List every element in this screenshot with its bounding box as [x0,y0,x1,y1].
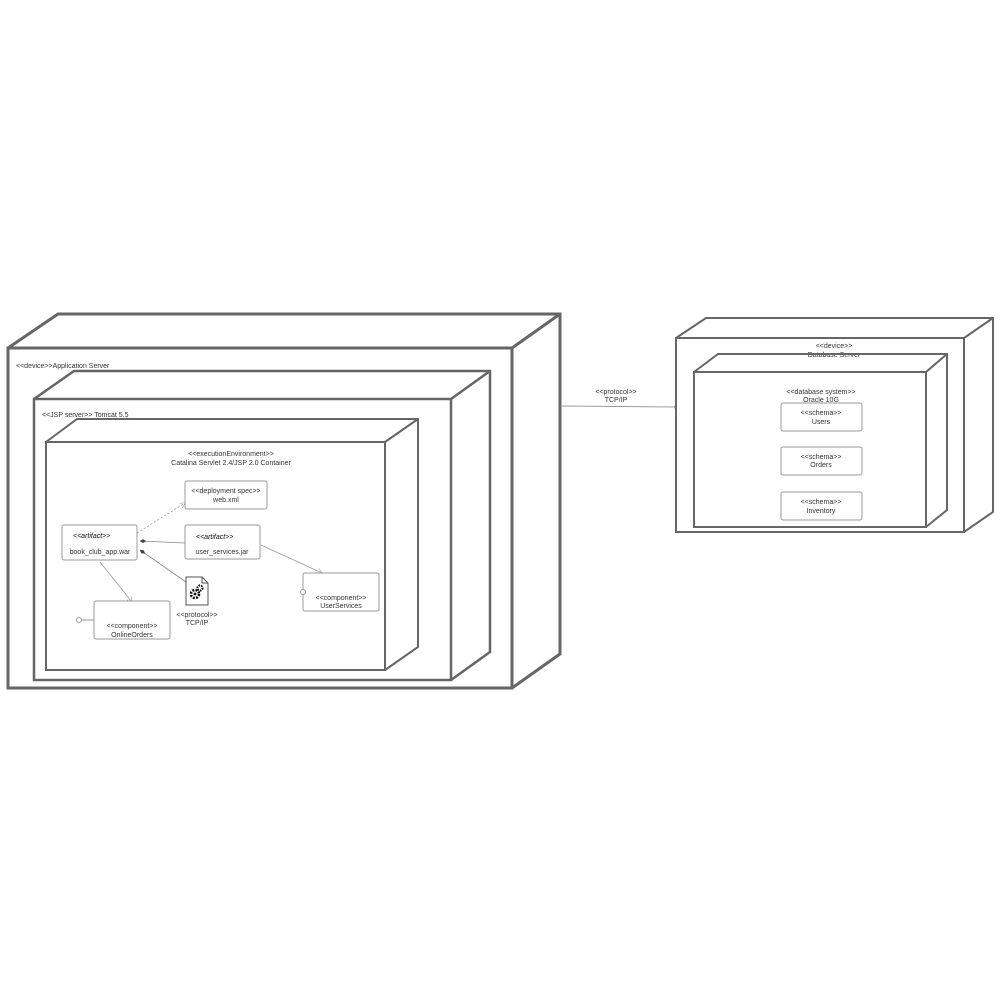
online-orders-stereotype: <<component>> [107,623,158,630]
database-system-stereotype: <<database system>> [786,389,855,396]
arrow-jar-userservices [260,544,322,573]
database-server-name: Database Server [808,352,861,359]
schema-orders-stereotype: <<schema>> [801,454,842,461]
user-services-name: UserServices [320,603,362,610]
tcp-ip-connection[interactable]: <<protocol>> TCP/IP [561,389,678,409]
schema-inventory[interactable]: <<schema>> Inventory [780,491,863,521]
deployment-spec-name: web.xml [212,497,239,504]
internal-connectors [99,503,322,602]
artifact-user-services-jar[interactable]: <<artifact>> user_services.jar [184,524,261,560]
database-system-name: Oracle 10G [803,397,839,404]
arrow-war-onlineorders [99,561,132,602]
database-server-stereotype: <<device>> [816,343,853,350]
execution-environment-name: Catalina Servlet 2.4/JSP 2.0 Container [171,460,291,467]
artifact-jar-name: user_services.jar [196,549,250,556]
schema-users-stereotype: <<schema>> [801,410,842,417]
artifact-jar-stereotype: <<artifact>> [196,534,233,541]
connection-stereotype: <<protocol>> [595,389,636,396]
component-online-orders[interactable]: <<component>> OnlineOrders [76,600,171,640]
application-server-label: <<device>>Application Server [16,363,110,370]
file-icon-caption-name: TCP/IP [186,620,209,627]
artifact-book-club-app-war[interactable]: <<artifact>> book_club_app.war [61,524,138,561]
schema-users-name: Users [812,419,831,426]
schema-orders-name: Orders [810,462,832,469]
user-services-stereotype: <<component>> [316,595,367,602]
composition-jar-war [139,539,186,544]
schema-inventory-name: Inventory [807,508,836,515]
schema-orders[interactable]: <<schema>> Orders [780,446,863,476]
deployment-spec-webxml[interactable]: <<deployment spec>> web.xml [184,480,268,510]
composition-file-war [139,549,187,583]
component-user-services[interactable]: <<component>> UserServices [300,572,380,612]
schema-inventory-stereotype: <<schema>> [801,499,842,506]
connection-name: TCP/IP [605,397,628,404]
online-orders-name: OnlineOrders [111,632,153,639]
artifact-war-stereotype: <<artifact>> [73,533,110,540]
dependency-war-webxml [136,503,185,534]
execution-environment-stereotype: <<executionEnvironment>> [188,451,274,458]
schema-users[interactable]: <<schema>> Users [780,402,863,432]
tomcat-label: <<JSP server>> Tomcat 5.5 [42,412,129,419]
artifact-war-name: book_club_app.war [70,549,131,556]
file-icon-caption-stereotype: <<protocol>> [176,612,217,619]
deployment-spec-stereotype: <<deployment spec>> [191,488,260,495]
configuration-file-icon: <<protocol>> TCP/IP [176,576,218,627]
